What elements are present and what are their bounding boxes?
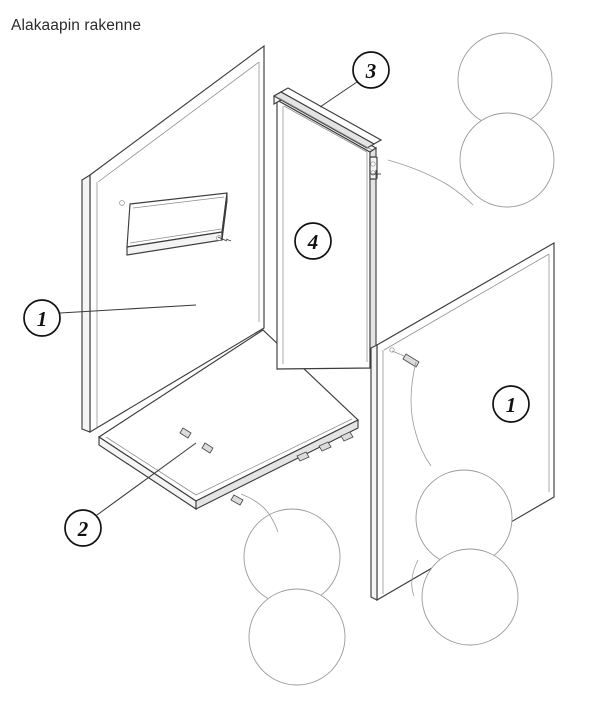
detail-allen-tighten: [421, 548, 519, 646]
detail-dowel-place: [243, 508, 341, 606]
bottom-panel-dowels: [179, 427, 354, 506]
callout-3: 3: [319, 51, 390, 108]
callout-1-right-label: 1: [506, 393, 517, 417]
side-panel-left-fitting: [369, 156, 381, 180]
detail-cam-insert: [457, 32, 553, 128]
callout-2: 2: [64, 442, 197, 547]
callout-4-label: 4: [307, 230, 319, 254]
callout-1-left-label: 1: [37, 307, 48, 331]
callout-3-label: 3: [365, 59, 377, 83]
top-rail: [272, 87, 383, 151]
inner-shelf: [119, 192, 232, 256]
page-title: Alakaapin rakenne: [11, 17, 142, 34]
detail-screw-insert: [415, 469, 513, 567]
callout-2-label: 2: [77, 517, 89, 541]
callout-4: 4: [294, 222, 332, 260]
detail-leader-lines: [240, 159, 474, 597]
callout-1-right: 1: [492, 385, 530, 423]
detail-dowel-hammer: [248, 588, 346, 686]
callout-1-left: 1: [23, 299, 197, 337]
side-panel-right-dowel: [389, 347, 420, 368]
detail-cam-tighten: [459, 112, 555, 208]
bottom-panel: [97, 329, 359, 511]
